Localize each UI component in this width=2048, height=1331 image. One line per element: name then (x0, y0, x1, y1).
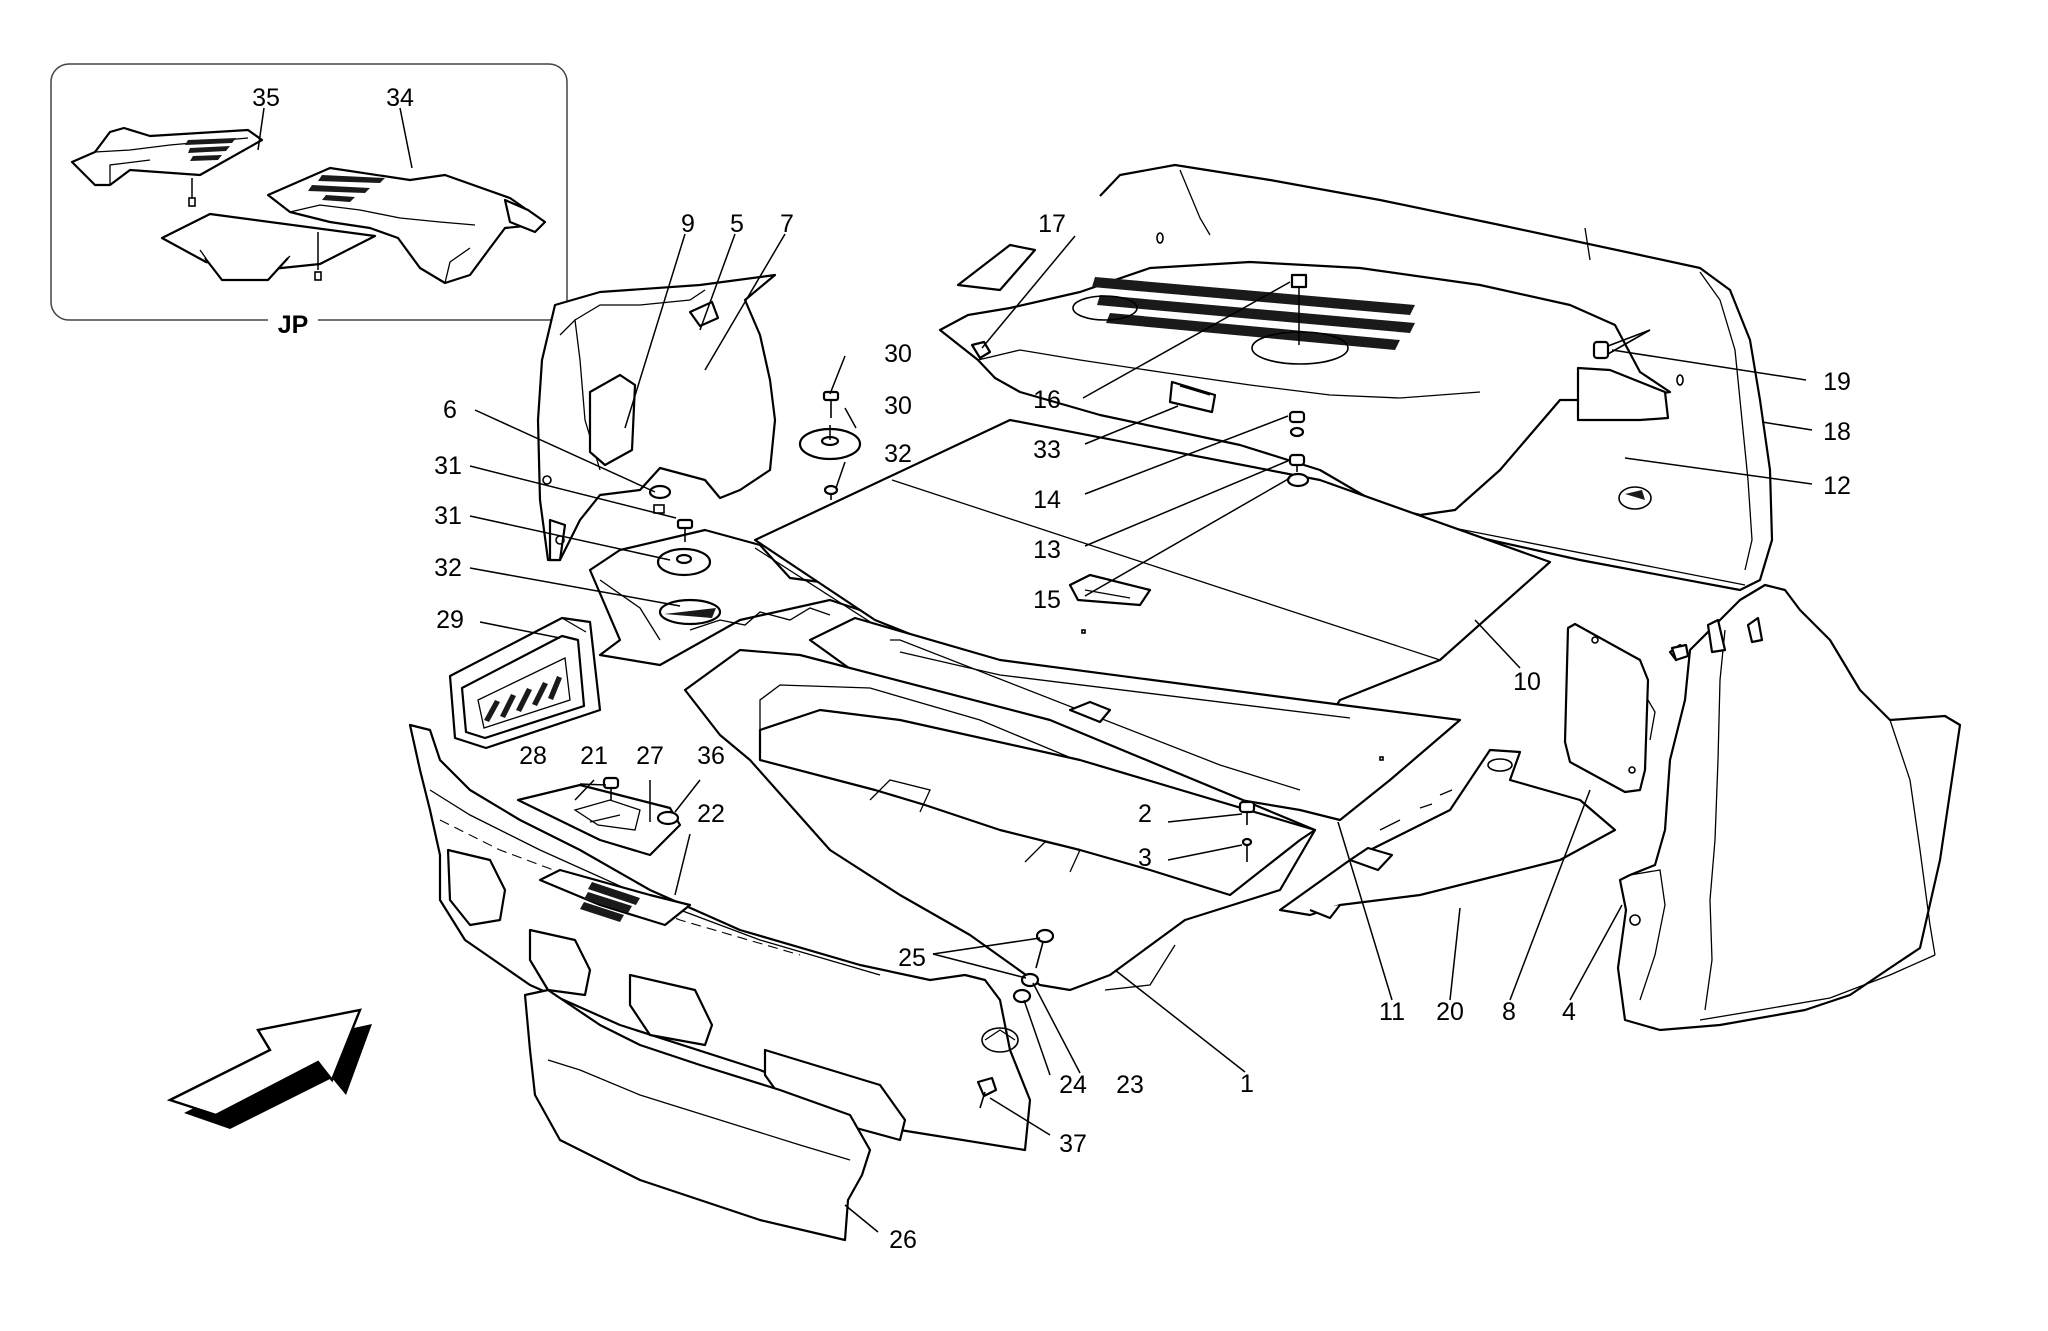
callout-11: 11 (1379, 998, 1405, 1026)
callout-9: 9 (681, 210, 695, 238)
callout-33: 33 (1033, 436, 1061, 464)
callout-8: 8 (1502, 998, 1516, 1026)
callout-29: 29 (436, 606, 464, 634)
callout-30-left: 31 (434, 502, 462, 530)
jp-variant-inset: JP 35 34 (50, 63, 568, 339)
callout-14: 14 (1033, 486, 1061, 514)
callout-1: 1 (1240, 1070, 1254, 1098)
part-27-latch-plate (516, 783, 682, 857)
callout-21: 21 (580, 742, 608, 770)
callout-31-left: 31 (434, 452, 462, 480)
callout-32-left: 32 (434, 554, 462, 582)
part-26-lower-panel (523, 988, 872, 1242)
callout-31-top: 30 (884, 340, 912, 368)
callout-24: 24 (1059, 1071, 1087, 1099)
callout-25: 25 (898, 944, 926, 972)
fasteners (602, 340, 1690, 1109)
part-4-right-side-liner (1616, 583, 1962, 1032)
callout-37: 37 (1059, 1130, 1087, 1158)
callout-17: 17 (1038, 210, 1066, 238)
callout-36: 36 (697, 742, 725, 770)
inset-bracket (160, 178, 377, 282)
callout-5: 5 (730, 210, 744, 238)
part-20-side-tray (1278, 748, 1617, 920)
leader-lines (469, 233, 1813, 1233)
part-8-access-cover (1563, 622, 1656, 794)
callout-13: 13 (1033, 536, 1061, 564)
part-1-spare-wheel-tub (683, 648, 1317, 992)
callout-7: 7 (780, 210, 794, 238)
callout-15: 15 (1033, 586, 1061, 614)
callout-3: 3 (1138, 844, 1152, 872)
callout-20: 20 (1436, 998, 1464, 1026)
callout-19: 19 (1823, 368, 1851, 396)
callout-12: 12 (1823, 472, 1851, 500)
part-29-vent-grille (448, 616, 602, 750)
front-direction-arrow-icon (166, 1008, 372, 1129)
callout-4: 4 (1562, 998, 1576, 1026)
part-22-rear-sill-trim (408, 723, 1032, 1152)
callout-35: 35 (252, 84, 280, 112)
callout-27: 27 (636, 742, 664, 770)
callout-34: 34 (386, 84, 414, 112)
callout-22: 22 (697, 800, 725, 828)
part-5-left-side-liner (536, 273, 777, 562)
callout-10: 10 (1513, 668, 1541, 696)
callout-26: 26 (889, 1226, 917, 1254)
part-12-parcel-shelf-trim (938, 243, 1672, 517)
callout-30-top: 30 (884, 392, 912, 420)
inset-label: JP (278, 311, 309, 339)
callout-6: 6 (443, 396, 457, 424)
callout-labels: 9 5 7 6 31 31 32 29 30 30 32 17 16 33 14… (434, 210, 1851, 1254)
inset-part-34 (266, 166, 547, 285)
callout-18: 18 (1823, 418, 1851, 446)
callout-28: 28 (519, 742, 547, 770)
inset-part-35 (70, 126, 264, 187)
callout-2: 2 (1138, 800, 1152, 828)
callout-32-top: 32 (884, 440, 912, 468)
callout-23: 23 (1116, 1071, 1144, 1099)
callout-16: 16 (1033, 386, 1061, 414)
